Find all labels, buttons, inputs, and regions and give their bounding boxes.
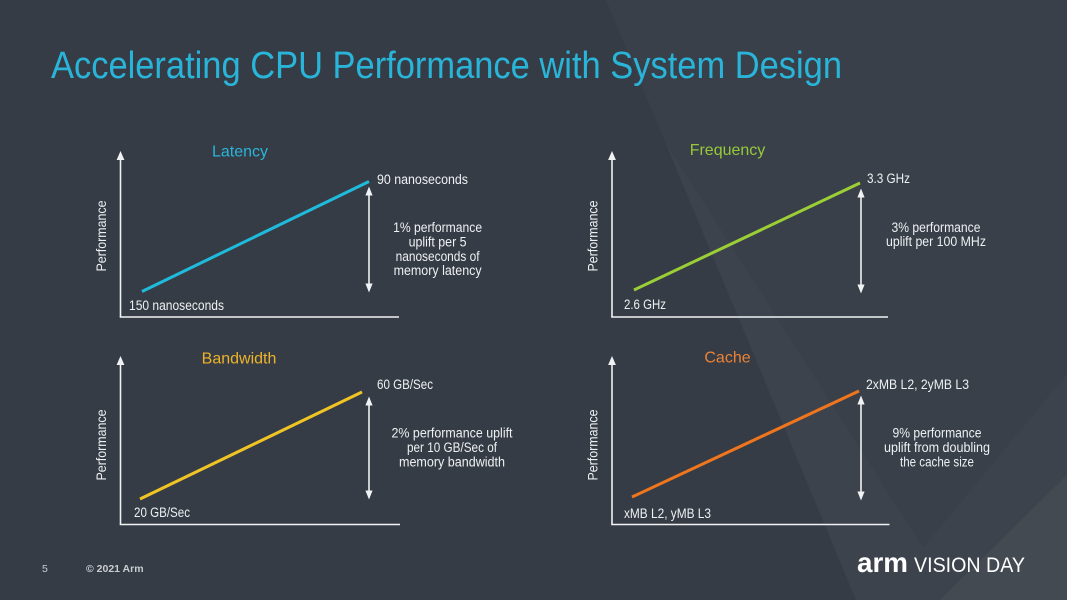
svg-text:per 10 GB/Sec of: per 10 GB/Sec of (407, 440, 497, 455)
svg-text:VISION DAY: VISION DAY (914, 554, 1025, 577)
svg-text:5: 5 (42, 563, 48, 575)
svg-text:20 GB/Sec: 20 GB/Sec (134, 505, 190, 520)
svg-text:Performance: Performance (586, 201, 601, 272)
svg-text:2xMB L2, 2yMB L3: 2xMB L2, 2yMB L3 (866, 377, 969, 392)
svg-text:xMB L2, yMB L3: xMB L2, yMB L3 (624, 506, 711, 521)
svg-text:3.3 GHz: 3.3 GHz (867, 171, 910, 186)
svg-text:Performance: Performance (94, 410, 109, 481)
svg-text:Accelerating CPU Performance w: Accelerating CPU Performance with System… (51, 45, 842, 87)
svg-text:Performance: Performance (586, 410, 601, 481)
svg-text:nanoseconds of: nanoseconds of (396, 249, 480, 264)
svg-text:uplift from doubling: uplift from doubling (884, 440, 990, 455)
svg-text:9% performance: 9% performance (893, 426, 982, 441)
svg-text:Bandwidth: Bandwidth (202, 351, 277, 368)
svg-text:the cache size: the cache size (900, 455, 974, 470)
svg-text:arm: arm (857, 547, 908, 578)
svg-text:150 nanoseconds: 150 nanoseconds (129, 298, 224, 313)
svg-text:2.6 GHz: 2.6 GHz (624, 297, 666, 312)
svg-text:2% performance uplift: 2% performance uplift (392, 426, 513, 441)
svg-text:uplift per 5: uplift per 5 (409, 234, 467, 249)
svg-text:Performance: Performance (94, 201, 109, 272)
svg-text:© 2021 Arm: © 2021 Arm (86, 563, 144, 575)
svg-text:Cache: Cache (704, 350, 750, 367)
svg-text:Latency: Latency (212, 144, 268, 161)
svg-text:60 GB/Sec: 60 GB/Sec (377, 377, 433, 392)
svg-text:90 nanoseconds: 90 nanoseconds (377, 172, 468, 187)
svg-text:1% performance: 1% performance (393, 220, 482, 235)
svg-text:Frequency: Frequency (690, 142, 766, 159)
svg-text:3% performance: 3% performance (892, 220, 981, 235)
svg-text:memory bandwidth: memory bandwidth (399, 455, 505, 470)
svg-text:memory latency: memory latency (394, 263, 482, 278)
svg-text:uplift per 100 MHz: uplift per 100 MHz (886, 234, 986, 249)
